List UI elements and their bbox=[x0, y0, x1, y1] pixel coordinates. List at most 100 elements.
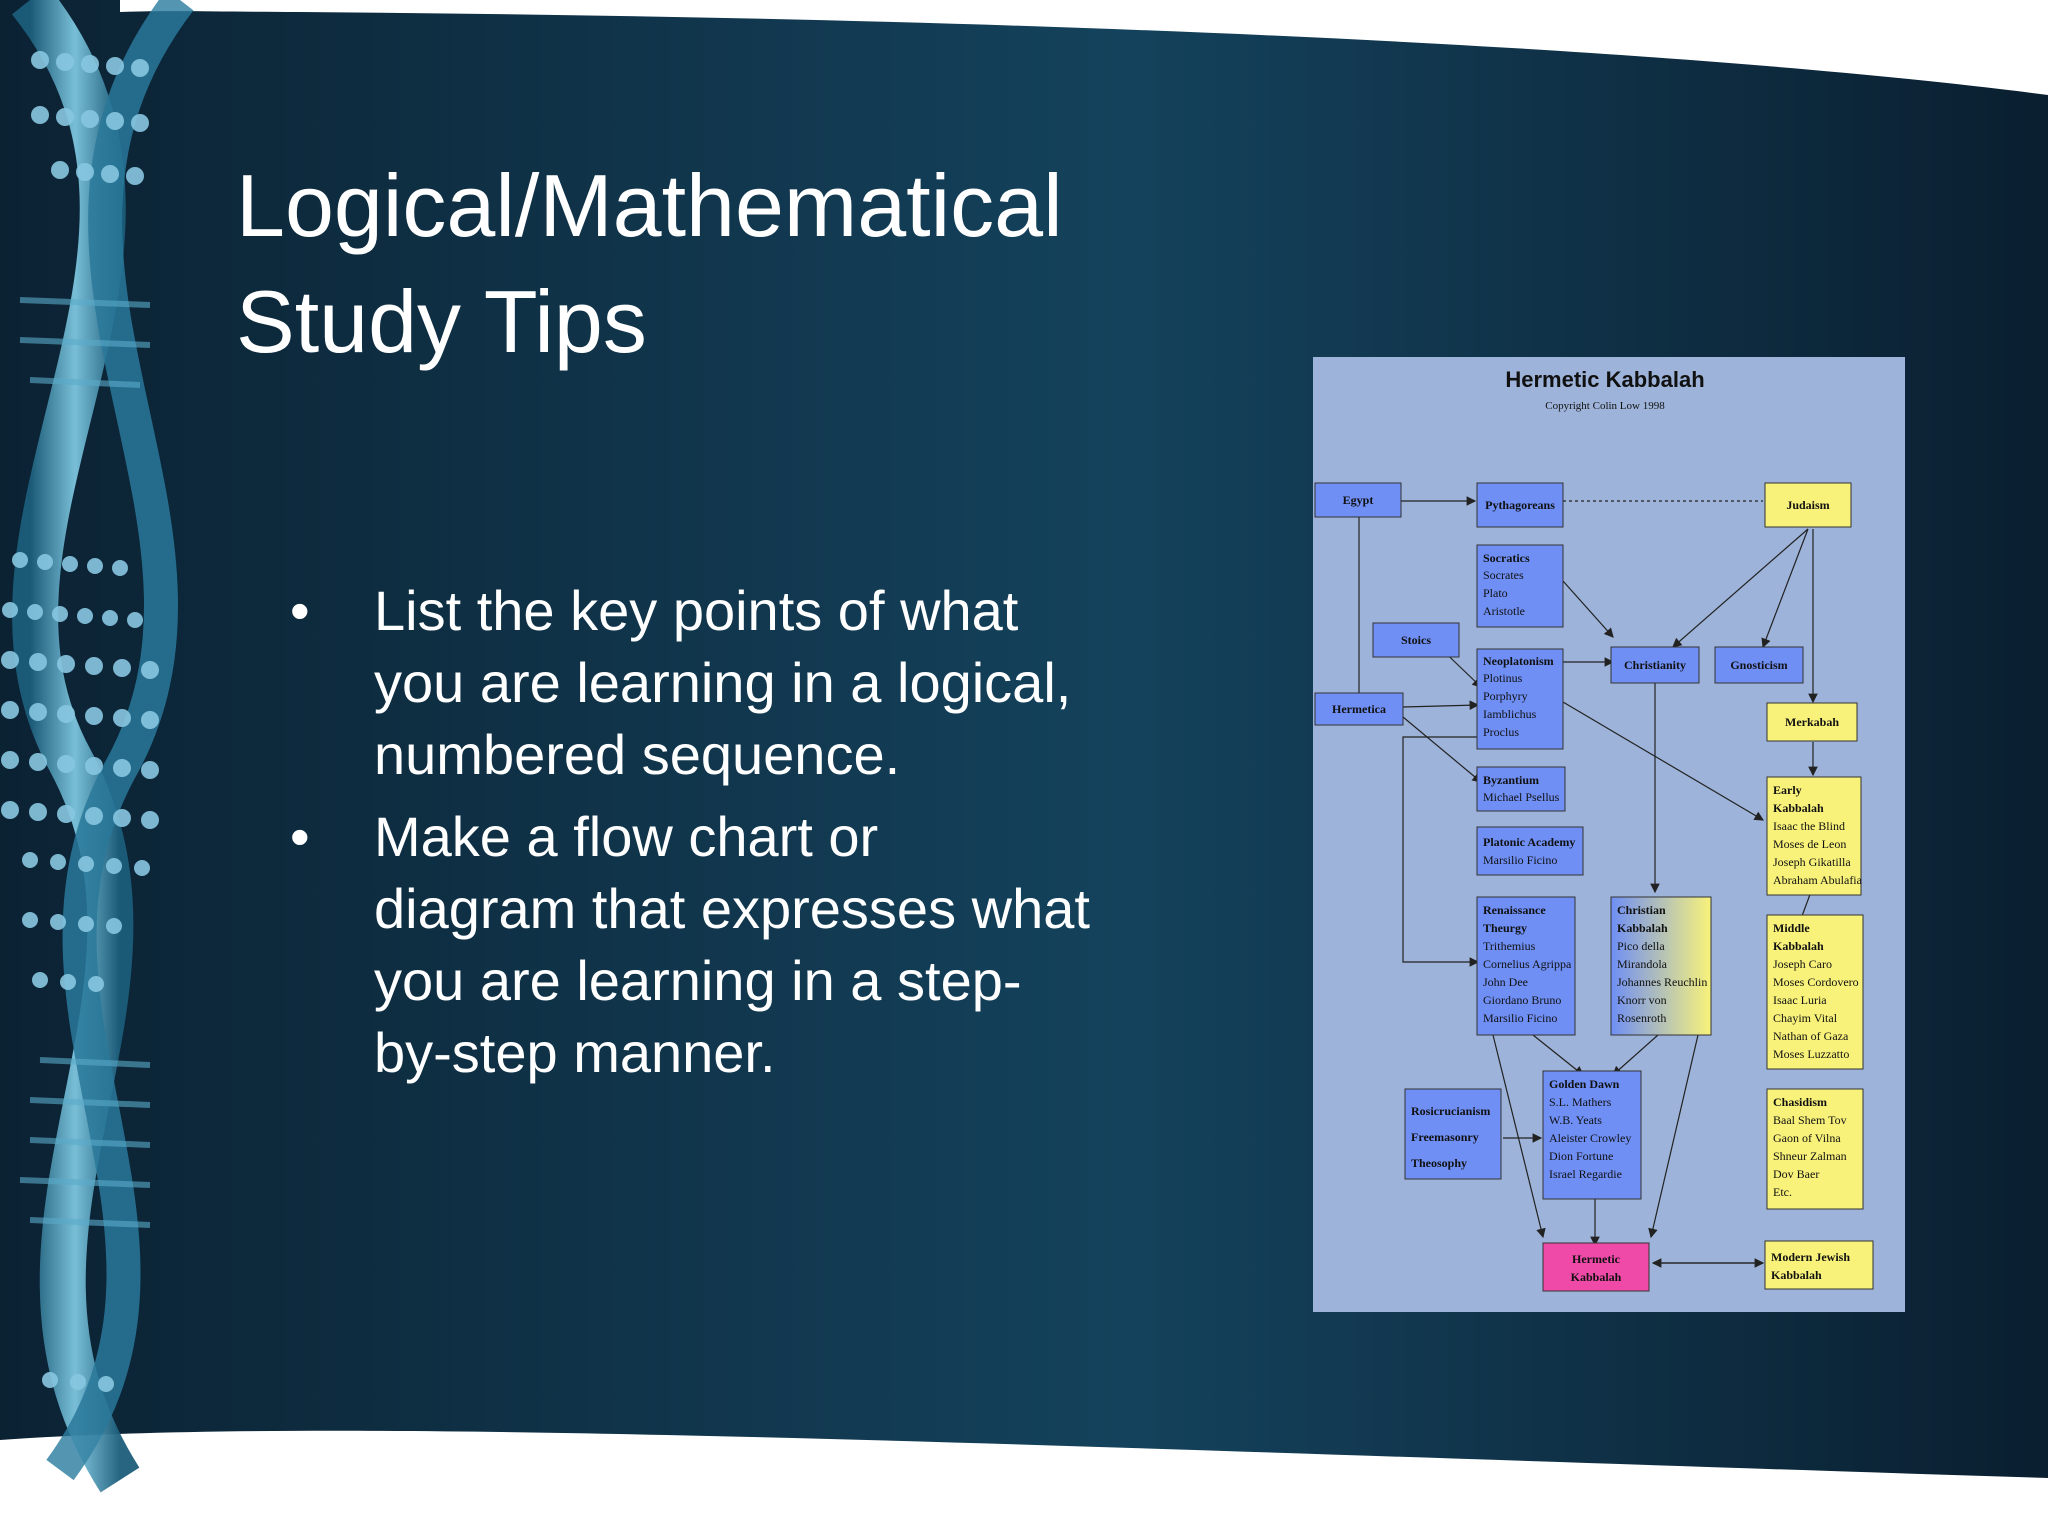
svg-text:Renaissance: Renaissance bbox=[1483, 903, 1546, 917]
svg-text:Abraham Abulafia: Abraham Abulafia bbox=[1773, 873, 1863, 887]
svg-text:Rosicrucianism: Rosicrucianism bbox=[1411, 1104, 1490, 1118]
svg-text:S.L. Mathers: S.L. Mathers bbox=[1549, 1095, 1612, 1109]
svg-text:Byzantium: Byzantium bbox=[1483, 773, 1539, 787]
top-white-swoosh bbox=[120, 0, 2048, 95]
svg-text:Knorr von: Knorr von bbox=[1617, 993, 1667, 1007]
flow-node-neoplatonism: Neoplatonism Plotinus Porphyry Iamblichu… bbox=[1476, 648, 1564, 750]
svg-text:Theurgy: Theurgy bbox=[1483, 921, 1527, 935]
flowchart-connectors bbox=[1358, 496, 1854, 1268]
flow-node-early-kabbalah: Early Kabbalah Isaac the Blind Moses de … bbox=[1766, 776, 1863, 896]
svg-text:Early: Early bbox=[1773, 783, 1802, 797]
svg-text:Merkabah: Merkabah bbox=[1785, 715, 1839, 729]
flow-node-gnosticism: Gnosticism bbox=[1714, 646, 1804, 684]
svg-text:Pythagoreans: Pythagoreans bbox=[1485, 498, 1555, 512]
svg-text:Judaism: Judaism bbox=[1786, 498, 1829, 512]
flow-node-egypt: Egypt bbox=[1314, 482, 1402, 518]
svg-text:Platonic Academy: Platonic Academy bbox=[1483, 835, 1575, 849]
svg-text:W.B. Yeats: W.B. Yeats bbox=[1549, 1113, 1602, 1127]
svg-text:Hermetica: Hermetica bbox=[1332, 702, 1386, 716]
flow-node-judaism: Judaism bbox=[1764, 482, 1852, 528]
flow-node-platonic-academy: Platonic Academy Marsilio Ficino bbox=[1476, 826, 1584, 876]
flow-node-pythagoreans: Pythagoreans bbox=[1476, 482, 1564, 528]
svg-text:Marsilio Ficino: Marsilio Ficino bbox=[1483, 1011, 1557, 1025]
svg-text:Kabbalah: Kabbalah bbox=[1617, 921, 1668, 935]
bullet-item: • Make a flow chart or diagram that expr… bbox=[290, 801, 1090, 1089]
svg-text:Plotinus: Plotinus bbox=[1483, 671, 1523, 685]
flow-node-stoics: Stoics bbox=[1372, 622, 1460, 658]
svg-text:Trithemius: Trithemius bbox=[1483, 939, 1536, 953]
svg-text:Plato: Plato bbox=[1483, 586, 1508, 600]
svg-text:Dion Fortune: Dion Fortune bbox=[1549, 1149, 1613, 1163]
flow-node-christian-kabbalah: Christian Kabbalah Pico della Mirandola … bbox=[1610, 896, 1712, 1036]
svg-text:Kabbalah: Kabbalah bbox=[1571, 1270, 1622, 1284]
svg-text:Middle: Middle bbox=[1773, 921, 1810, 935]
svg-text:Theosophy: Theosophy bbox=[1411, 1156, 1467, 1170]
svg-text:Israel Regardie: Israel Regardie bbox=[1549, 1167, 1622, 1181]
flow-node-christianity: Christianity bbox=[1610, 646, 1700, 684]
flow-node-renaissance-theurgy: Renaissance Theurgy Trithemius Cornelius… bbox=[1476, 896, 1576, 1036]
svg-text:Chayim Vital: Chayim Vital bbox=[1773, 1011, 1838, 1025]
svg-text:Moses Luzzatto: Moses Luzzatto bbox=[1773, 1047, 1849, 1061]
svg-text:Socratics: Socratics bbox=[1483, 551, 1530, 565]
svg-text:John Dee: John Dee bbox=[1483, 975, 1528, 989]
flowchart-image: Hermetic Kabbalah Copyright Colin Low 19… bbox=[1313, 357, 1905, 1312]
flow-node-merkabah: Merkabah bbox=[1766, 702, 1858, 742]
svg-text:Christian: Christian bbox=[1617, 903, 1666, 917]
svg-text:Golden Dawn: Golden Dawn bbox=[1549, 1077, 1620, 1091]
svg-text:Gnosticism: Gnosticism bbox=[1730, 658, 1787, 672]
svg-text:Aristotle: Aristotle bbox=[1483, 604, 1525, 618]
svg-text:Michael Psellus: Michael Psellus bbox=[1483, 790, 1560, 804]
svg-text:Etc.: Etc. bbox=[1773, 1185, 1792, 1199]
svg-text:Proclus: Proclus bbox=[1483, 725, 1519, 739]
flow-node-rosicrucianism: Rosicrucianism Freemasonry Theosophy bbox=[1404, 1088, 1502, 1180]
slide-title: Logical/Mathematical Study Tips bbox=[236, 148, 1063, 380]
svg-text:Joseph Gikatilla: Joseph Gikatilla bbox=[1773, 855, 1851, 869]
bullet-text: Make a flow chart or diagram that expres… bbox=[374, 805, 1090, 1084]
flowchart-title: Hermetic Kabbalah bbox=[1505, 367, 1704, 392]
bullet-marker: • bbox=[290, 579, 310, 642]
svg-text:Isaac the Blind: Isaac the Blind bbox=[1773, 819, 1845, 833]
svg-text:Baal Shem Tov: Baal Shem Tov bbox=[1773, 1113, 1847, 1127]
flow-node-golden-dawn: Golden Dawn S.L. Mathers W.B. Yeats Alei… bbox=[1542, 1070, 1642, 1200]
svg-text:Nathan of Gaza: Nathan of Gaza bbox=[1773, 1029, 1849, 1043]
svg-text:Pico della: Pico della bbox=[1617, 939, 1665, 953]
svg-text:Freemasonry: Freemasonry bbox=[1411, 1130, 1479, 1144]
svg-text:Christianity: Christianity bbox=[1624, 658, 1686, 672]
title-line-1: Logical/Mathematical bbox=[236, 156, 1063, 255]
svg-text:Aleister Crowley: Aleister Crowley bbox=[1549, 1131, 1631, 1145]
svg-text:Egypt: Egypt bbox=[1343, 493, 1374, 507]
flow-node-byzantium: Byzantium Michael Psellus bbox=[1476, 766, 1566, 812]
svg-text:Gaon of Vilna: Gaon of Vilna bbox=[1773, 1131, 1841, 1145]
bullet-list: • List the key points of what you are le… bbox=[290, 575, 1090, 1099]
svg-text:Porphyry: Porphyry bbox=[1483, 689, 1528, 703]
svg-text:Chasidism: Chasidism bbox=[1773, 1095, 1827, 1109]
svg-text:Shneur Zalman: Shneur Zalman bbox=[1773, 1149, 1847, 1163]
svg-text:Moses Cordovero: Moses Cordovero bbox=[1773, 975, 1859, 989]
flowchart-copyright: Copyright Colin Low 1998 bbox=[1545, 400, 1665, 412]
flow-node-hermetica: Hermetica bbox=[1314, 692, 1404, 726]
svg-text:Kabbalah: Kabbalah bbox=[1773, 801, 1824, 815]
bullet-text: List the key points of what you are lear… bbox=[374, 579, 1072, 786]
bullet-item: • List the key points of what you are le… bbox=[290, 575, 1090, 791]
svg-text:Stoics: Stoics bbox=[1401, 633, 1431, 647]
svg-text:Kabbalah: Kabbalah bbox=[1773, 939, 1824, 953]
svg-text:Socrates: Socrates bbox=[1483, 568, 1524, 582]
flow-node-middle-kabbalah: Middle Kabbalah Joseph Caro Moses Cordov… bbox=[1766, 914, 1864, 1070]
dna-helix-decoration bbox=[1, 0, 194, 1493]
svg-text:Modern Jewish: Modern Jewish bbox=[1771, 1250, 1850, 1264]
svg-text:Isaac Luria: Isaac Luria bbox=[1773, 993, 1827, 1007]
svg-text:Neoplatonism: Neoplatonism bbox=[1483, 654, 1554, 668]
svg-text:Mirandola: Mirandola bbox=[1617, 957, 1668, 971]
flow-node-chasidism: Chasidism Baal Shem Tov Gaon of Vilna Sh… bbox=[1766, 1088, 1864, 1210]
svg-text:Hermetic: Hermetic bbox=[1572, 1252, 1621, 1266]
svg-text:Iamblichus: Iamblichus bbox=[1483, 707, 1537, 721]
svg-text:Johannes Reuchlin: Johannes Reuchlin bbox=[1617, 975, 1707, 989]
flow-node-socratics: Socratics Socrates Plato Aristotle bbox=[1476, 544, 1564, 628]
title-line-2: Study Tips bbox=[236, 272, 647, 371]
svg-text:Rosenroth: Rosenroth bbox=[1617, 1011, 1666, 1025]
flow-node-hermetic-kabbalah: Hermetic Kabbalah bbox=[1542, 1242, 1650, 1292]
flow-node-modern-jewish-kabbalah: Modern Jewish Kabbalah bbox=[1764, 1240, 1874, 1290]
svg-text:Joseph Caro: Joseph Caro bbox=[1773, 957, 1832, 971]
svg-text:Marsilio Ficino: Marsilio Ficino bbox=[1483, 853, 1557, 867]
